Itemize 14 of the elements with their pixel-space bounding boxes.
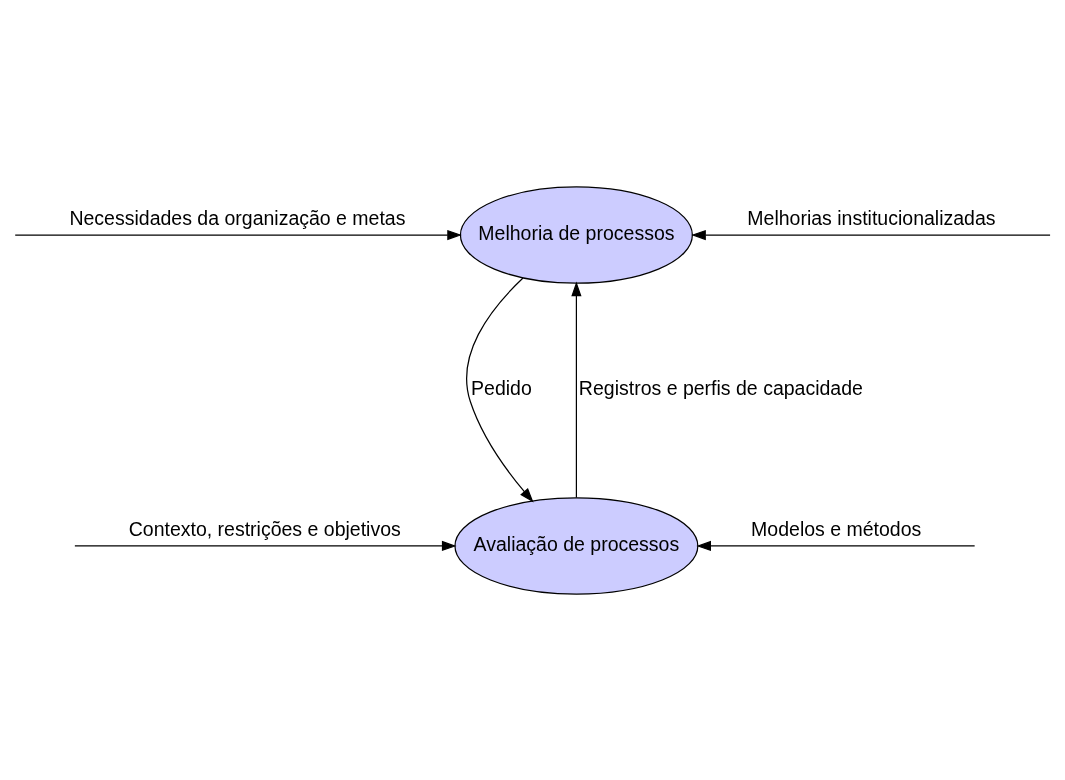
arrow: [571, 281, 582, 498]
edge-label: Necessidades da organização e metas: [69, 206, 406, 229]
node-ellipse: Melhoria de processos: [459, 185, 693, 284]
arrow: [466, 276, 534, 502]
arrow: [74, 540, 457, 551]
node-ellipse: Avaliação de processos: [454, 496, 699, 595]
edge-label: Registros e perfis de capacidade: [578, 376, 863, 399]
arrow: [691, 229, 1051, 240]
edge-label: Contexto, restrições e objetivos: [128, 517, 401, 540]
edge-label: Modelos e métodos: [751, 517, 922, 540]
arrow: [696, 540, 976, 551]
edge-label: Melhorias institucionalizadas: [747, 206, 996, 229]
arrow: [14, 229, 462, 240]
edge-label: Pedido: [471, 376, 532, 399]
